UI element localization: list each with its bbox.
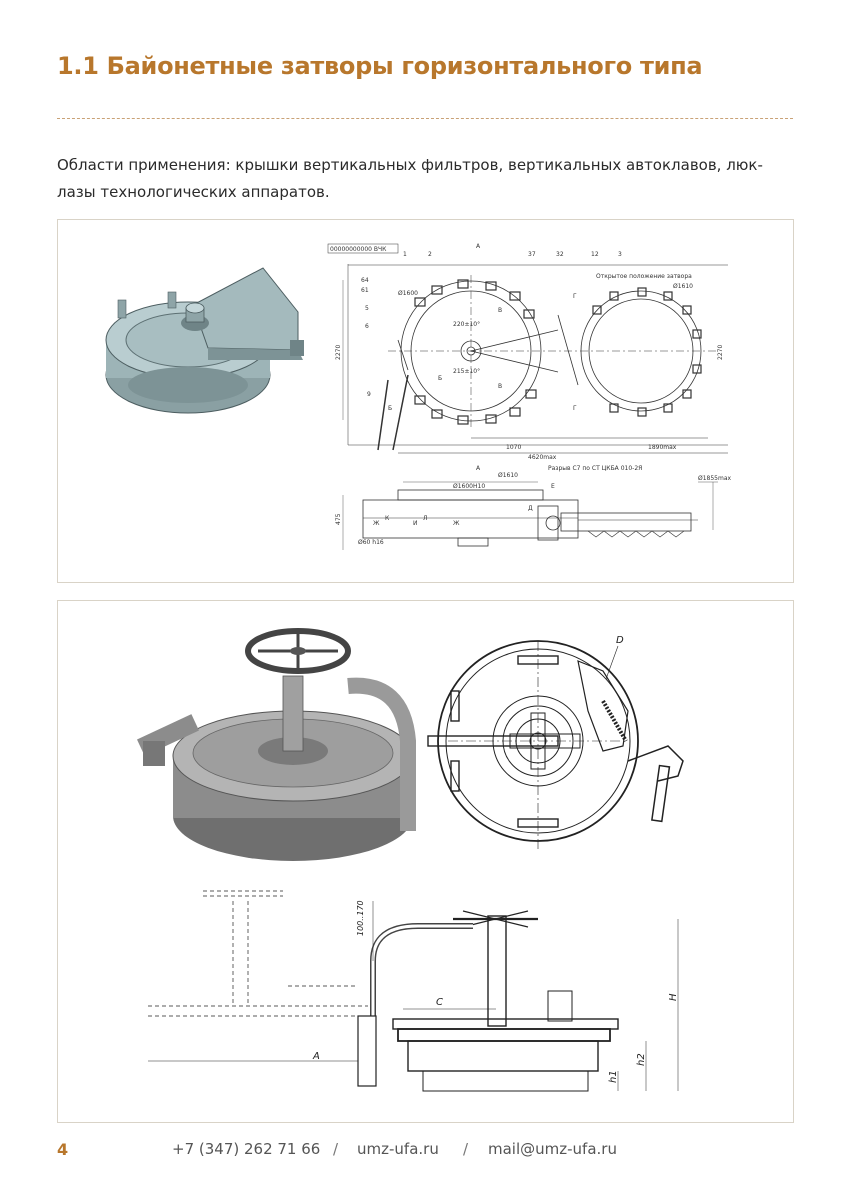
callout-64: 64 [361, 277, 369, 284]
dim-d1610-side: Ø1610 [498, 472, 518, 479]
dim-2270-right: 2270 [717, 345, 724, 360]
mark-i: И [413, 520, 418, 527]
figure-2-drawing: 100..170 A C H h1 h2 D [137, 628, 684, 1092]
callout-12: 12 [591, 251, 599, 258]
mark-g-1: Г [573, 293, 577, 300]
title-divider [57, 118, 793, 119]
mark-b-2: Б [388, 405, 392, 412]
mark-v-2: В [498, 383, 502, 390]
callout-3: 3 [618, 251, 622, 258]
dim-d: D [616, 635, 624, 646]
callout-5: 5 [365, 305, 369, 312]
note-thread: Разрыв С7 по СТ ЦКБА 010-2Я [548, 465, 642, 472]
footer-website-link[interactable]: umz-ufa.ru [357, 1140, 439, 1158]
dim-2270-left: 2270 [335, 345, 342, 360]
footer-separator-2: / [463, 1140, 469, 1158]
dim-d1600: Ø1600 [398, 290, 418, 297]
dim-angle-215: 215±10° [453, 368, 480, 375]
callout-9: 9 [367, 391, 371, 398]
dim-d1855max: Ø1855max [698, 475, 732, 482]
mark-d: Д [528, 505, 533, 512]
figure-1-labels: 00000000000 ВЧК 1 2 37 32 12 3 64 61 5 6… [330, 243, 732, 546]
callout-32: 32 [556, 251, 564, 258]
dim-d1610: Ø1610 [673, 283, 693, 290]
closure-top-view-drawing [327, 243, 728, 454]
dim-4620max: 4620max [528, 454, 557, 461]
closure-side-view-drawing [342, 481, 718, 550]
mark-e: Е [551, 483, 555, 490]
mark-a-top: А [476, 243, 481, 250]
mark-l: Л [423, 515, 428, 522]
closure-3d-render [105, 267, 304, 414]
dim-d1600h10: Ø1600H10 [453, 483, 485, 490]
dim-100-170: 100..170 [356, 900, 365, 936]
callout-61: 61 [361, 287, 369, 294]
dim-475: 475 [335, 513, 342, 525]
figure-2-labels: 100..170 A C H h1 h2 D [312, 635, 679, 1083]
handwheel-closure-side-view [148, 890, 679, 1092]
page-footer: 4 +7 (347) 262 71 66 / umz-ufa.ru / mail… [0, 1140, 849, 1164]
dim-h1: h1 [608, 1070, 619, 1083]
dim-a: A [312, 1051, 320, 1062]
callout-2: 2 [428, 251, 432, 258]
mark-v-1: В [498, 307, 502, 314]
dim-d60: Ø60 h16 [358, 539, 384, 546]
dim-angle-220: 220±10° [453, 321, 480, 328]
callout-37: 37 [528, 251, 536, 258]
mark-a-bottom: А [476, 465, 481, 472]
mark-k: К [385, 515, 390, 522]
drawing-stamp: 00000000000 ВЧК [330, 246, 387, 253]
footer-separator-1: / [333, 1140, 339, 1158]
mark-g-2: Г [573, 405, 577, 412]
mark-b-1: Б [438, 375, 442, 382]
page-number: 4 [57, 1140, 69, 1159]
dim-1070: 1070 [506, 444, 521, 451]
dim-c: C [436, 997, 443, 1008]
mark-zh-1: Ж [373, 520, 380, 527]
mark-zh-2: Ж [453, 520, 460, 527]
footer-phone: +7 (347) 262 71 66 [172, 1140, 321, 1158]
figure-panel-1: 00000000000 ВЧК 1 2 37 32 12 3 64 61 5 6… [57, 219, 794, 583]
figure-1-drawing: 00000000000 ВЧК 1 2 37 32 12 3 64 61 5 6… [105, 243, 732, 550]
callout-1: 1 [403, 251, 407, 258]
handwheel-closure-3d-render [137, 628, 416, 861]
handwheel-closure-top-view [427, 640, 684, 851]
dim-h: H [668, 993, 679, 1001]
figure-panel-2: 100..170 A C H h1 h2 D [57, 600, 794, 1123]
dim-1890max: 1890max [648, 444, 677, 451]
footer-email-link[interactable]: mail@umz-ufa.ru [488, 1140, 617, 1158]
label-open-position: Открытое положение затвора [596, 273, 692, 280]
callout-6: 6 [365, 323, 369, 330]
page-title: 1.1 Байонетные затворы горизонтального т… [57, 52, 703, 80]
dim-h2: h2 [636, 1053, 647, 1066]
intro-text: Области применения: крышки вертикальных … [57, 156, 763, 201]
